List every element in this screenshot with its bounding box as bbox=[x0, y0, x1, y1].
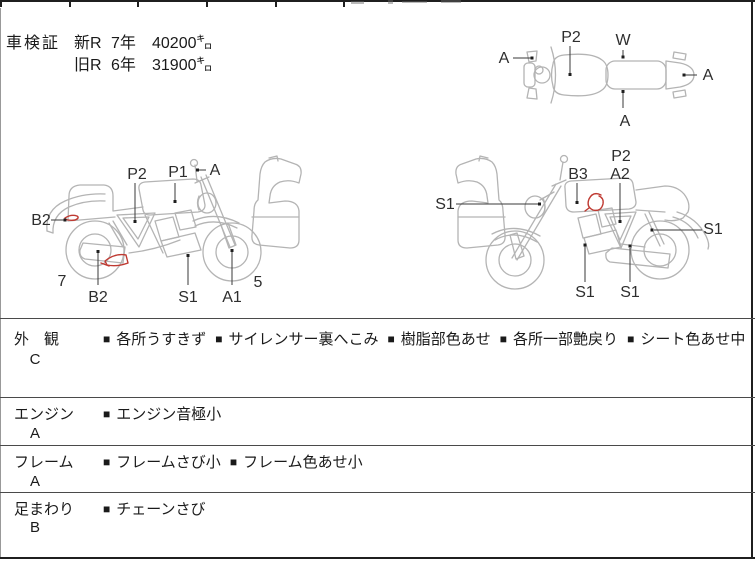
item-bullet: ■ bbox=[499, 332, 508, 346]
header-grid-divider bbox=[137, 0, 139, 7]
diagram-label: A bbox=[620, 113, 631, 130]
diagram-label: B2 bbox=[88, 289, 108, 306]
diagram-label: S1 bbox=[178, 289, 198, 306]
diagram-label: A bbox=[703, 67, 714, 84]
motorcycle-left-side-sketch bbox=[46, 155, 302, 282]
item-bullet: ■ bbox=[103, 502, 111, 516]
left-border bbox=[0, 8, 1, 558]
top-view-diagram: A P2 W A A bbox=[499, 29, 714, 130]
bottom-border bbox=[0, 557, 755, 559]
item-text: フレーム色あせ小 bbox=[243, 454, 363, 471]
section-divider bbox=[0, 492, 755, 493]
condition-item: ■ 各所うすきず bbox=[103, 328, 206, 349]
section-grade: A bbox=[29, 473, 40, 490]
left-side-annotations: P2 P1 A B2 7 B2 S1 A1 5 bbox=[31, 162, 262, 306]
condition-item: ■ サイレンサー裏へこみ bbox=[215, 328, 378, 349]
section-divider bbox=[0, 445, 755, 446]
item-bullet: ■ bbox=[627, 332, 635, 346]
section-divider bbox=[0, 397, 755, 398]
item-bullet: ■ bbox=[103, 407, 111, 421]
item-text: シート色あせ中 bbox=[640, 331, 746, 348]
diagram-label: W bbox=[615, 32, 631, 49]
diagram-label: P2 bbox=[611, 148, 631, 165]
left-side-diagram: P2 P1 A B2 7 B2 S1 A1 5 bbox=[31, 155, 302, 306]
item-text: 各所一部艶戻り bbox=[513, 331, 619, 348]
header-grid-divider bbox=[206, 0, 208, 7]
item-text: エンジン音極小 bbox=[116, 406, 222, 423]
left-side-damage-marks bbox=[64, 214, 129, 267]
section-grade: C bbox=[29, 351, 41, 368]
header-grid-line bbox=[0, 0, 755, 2]
diagram-label: S1 bbox=[575, 284, 595, 301]
cropped-text-remnant bbox=[388, 0, 393, 4]
item-bullet: ■ bbox=[103, 455, 111, 469]
diagram-label: P2 bbox=[127, 166, 147, 183]
section-items: ■ 各所うすきず ■ サイレンサー裏へこみ ■ 樹脂部色あせ ■ 各所一部艶戻り ■ シート色あせ… bbox=[103, 328, 745, 349]
right-border bbox=[751, 0, 753, 559]
condition-item: ■ チェーンさび bbox=[103, 498, 206, 519]
diagram-label: A bbox=[499, 50, 510, 67]
header-grid-divider bbox=[69, 0, 71, 7]
reg-year: 6年 bbox=[111, 57, 136, 74]
condition-item: ■ 各所一部艶戻り bbox=[500, 328, 618, 349]
section-grade: A bbox=[29, 425, 40, 442]
diagram-label: A2 bbox=[610, 166, 630, 183]
diagram-label: S1 bbox=[620, 284, 640, 301]
section-name: 足まわり bbox=[14, 501, 75, 518]
header-grid-divider bbox=[275, 0, 277, 7]
section-grade: B bbox=[29, 519, 40, 536]
section-row: フレーム A ■ フレームさび小 ■ フレーム色あせ小 bbox=[0, 445, 755, 492]
section-row: 外 観 C ■ 各所うすきず ■ サイレンサー裏へこみ ■ 樹脂部色あせ ■ 各所一部艶戻り ■ シー… bbox=[0, 318, 755, 397]
diagram-label: 5 bbox=[254, 274, 263, 291]
diagram-label: P2 bbox=[561, 29, 581, 46]
cropped-text-remnant bbox=[351, 1, 364, 4]
diagram-label: A1 bbox=[222, 289, 242, 306]
diagram-label: S1 bbox=[435, 196, 455, 213]
item-text: 各所うすきず bbox=[116, 331, 207, 348]
reg-mileage: 40200㌔ bbox=[152, 35, 213, 52]
motorcycle-top-view-sketch bbox=[523, 46, 695, 104]
item-bullet: ■ bbox=[215, 332, 223, 346]
item-text: チェーンさび bbox=[116, 501, 206, 518]
section-items: ■ フレームさび小 ■ フレーム色あせ小 bbox=[103, 451, 363, 472]
right-side-annotations: S1 B3 P2 A2 S1 S1 S1 bbox=[435, 148, 723, 301]
item-bullet: ■ bbox=[387, 332, 395, 346]
right-side-damage-marks bbox=[584, 192, 604, 212]
section-name: エンジン bbox=[14, 406, 75, 423]
reg-year: 7年 bbox=[111, 35, 136, 52]
registration-title: 車検証 bbox=[6, 35, 61, 52]
reg-era: 新R bbox=[74, 35, 102, 52]
condition-item: ■ 樹脂部色あせ bbox=[388, 328, 491, 349]
item-text: フレームさび小 bbox=[116, 454, 221, 471]
section-divider bbox=[0, 318, 755, 319]
section-items: ■ エンジン音極小 bbox=[103, 403, 221, 424]
section-row: エンジン A ■ エンジン音極小 bbox=[0, 397, 755, 445]
item-bullet: ■ bbox=[229, 455, 238, 469]
cropped-text-remnant bbox=[441, 0, 461, 3]
section-items: ■ チェーンさび bbox=[103, 498, 206, 519]
reg-mileage: 31900㌔ bbox=[152, 57, 213, 74]
item-text: サイレンサー裏へこみ bbox=[228, 331, 379, 348]
item-text: 樹脂部色あせ bbox=[400, 331, 491, 348]
condition-item: ■ フレームさび小 bbox=[103, 451, 221, 472]
header-grid-divider bbox=[343, 0, 345, 7]
condition-item: ■ エンジン音極小 bbox=[103, 403, 221, 424]
cropped-text-remnant bbox=[402, 1, 427, 3]
diagram-label: B2 bbox=[31, 212, 51, 229]
diagram-label: S1 bbox=[703, 221, 723, 238]
section-name: フレーム bbox=[14, 454, 74, 471]
condition-item: ■ シート色あせ中 bbox=[627, 328, 745, 349]
diagram-label: P1 bbox=[168, 164, 188, 181]
diagram-label: 7 bbox=[58, 273, 67, 290]
condition-item: ■ フレーム色あせ小 bbox=[230, 451, 363, 472]
reg-era: 旧R bbox=[74, 57, 102, 74]
diagram-label: A bbox=[210, 162, 221, 179]
item-bullet: ■ bbox=[103, 332, 111, 346]
top-view-annotations: A P2 W A A bbox=[499, 29, 714, 130]
section-name: 外 観 bbox=[14, 331, 60, 348]
right-side-diagram: S1 B3 P2 A2 S1 S1 S1 bbox=[435, 148, 723, 301]
header-grid-divider bbox=[0, 0, 2, 7]
diagram-label: B3 bbox=[568, 166, 588, 183]
